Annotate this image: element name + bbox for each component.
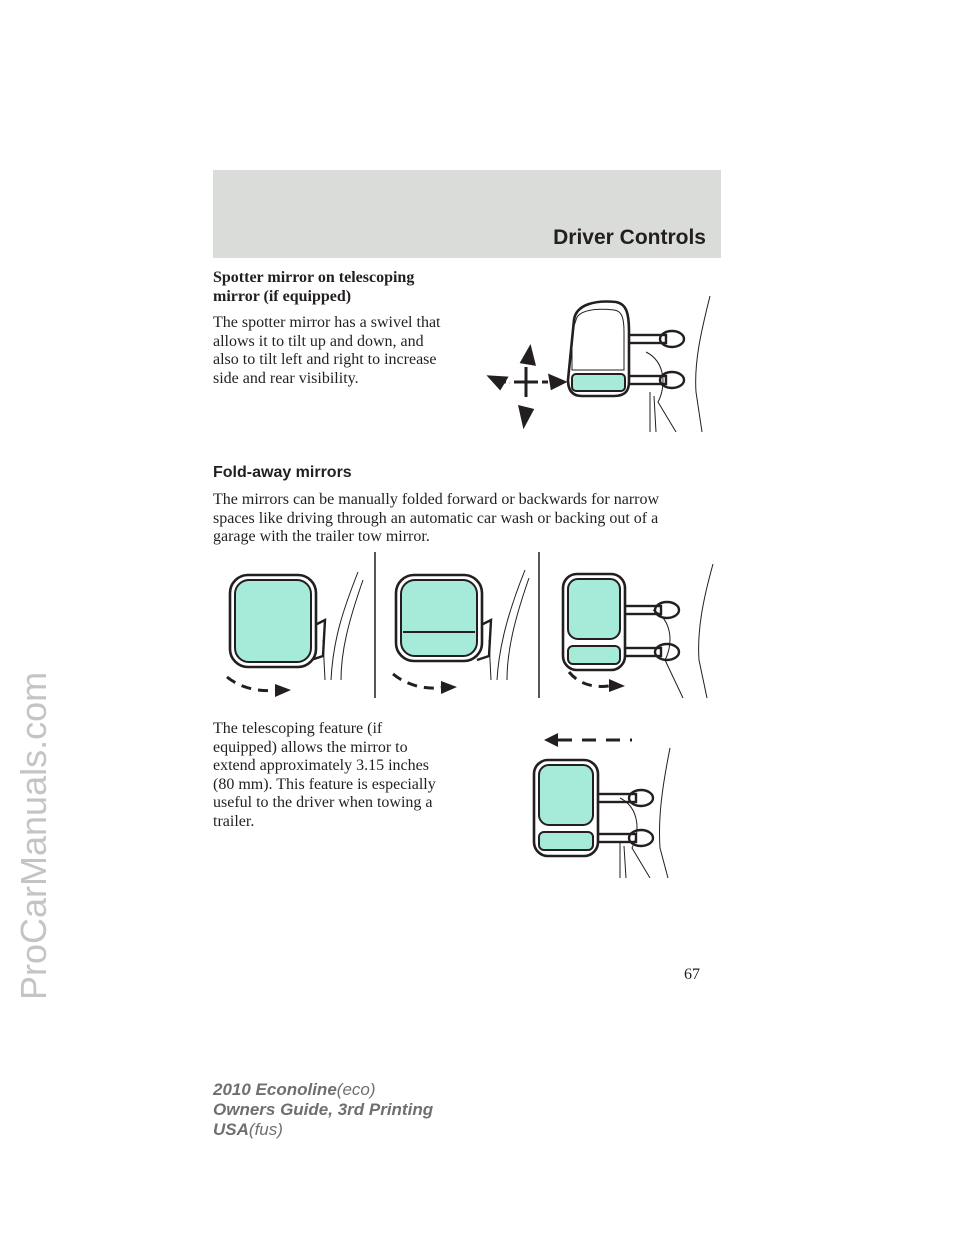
- foldaway-panel-1: [226, 571, 364, 697]
- spotter-body-line: The spotter mirror has a swivel that: [213, 314, 441, 331]
- spotter-section: Spotter mirror on telescoping mirror (if…: [213, 268, 483, 388]
- foldaway-illustration: [213, 550, 723, 700]
- document-footer: 2010 Econoline(eco) Owners Guide, 3rd Pr…: [213, 1080, 433, 1140]
- footer-model: 2010 Econoline: [213, 1080, 337, 1099]
- footer-line-2: Owners Guide, 3rd Printing: [213, 1100, 434, 1119]
- telescoping-body-line: (80 mm). This feature is especially: [213, 775, 436, 793]
- footer-line-1: 2010 Econoline(eco): [213, 1080, 433, 1100]
- spotter-body-line: also to tilt left and right to increase: [213, 351, 437, 368]
- spotter-body-line: allows it to tilt up and down, and: [213, 332, 424, 350]
- foldaway-section: Fold-away mirrors The mirrors can be man…: [213, 463, 713, 547]
- telescoping-arrow: [544, 733, 632, 747]
- telescoping-body-line: useful to the driver when towing a: [213, 794, 433, 811]
- telescoping-body-line: equipped) allows the mirror to: [213, 738, 408, 756]
- spotter-mirror-illustration: [486, 292, 716, 433]
- footer-market: USA: [213, 1120, 249, 1139]
- footer-line-3: USA(fus): [213, 1120, 433, 1140]
- watermark: ProCarManuals.com: [8, 140, 58, 1140]
- spotter-heading-line1: Spotter mirror on telescoping: [213, 269, 415, 286]
- telescoping-mirror-illustration: [520, 728, 680, 883]
- watermark-text: ProCarManuals.com: [13, 672, 54, 1000]
- telescoping-body-line: The telescoping feature (if: [213, 720, 383, 737]
- foldaway-body-line: spaces like driving through an automatic…: [213, 509, 659, 527]
- telescoping-section: The telescoping feature (if equipped) al…: [213, 720, 483, 831]
- spotter-body-line: side and rear visibility.: [213, 369, 359, 387]
- section-header-band: Driver Controls: [213, 170, 721, 258]
- foldaway-body-line: garage with the trailer tow mirror.: [213, 528, 430, 545]
- spotter-heading-line2: mirror (if equipped): [213, 288, 352, 305]
- foldaway-body-line: The mirrors can be manually folded forwa…: [213, 491, 660, 508]
- footer-market-code: (fus): [248, 1120, 283, 1139]
- footer-model-code: (eco): [336, 1080, 376, 1099]
- foldaway-heading: Fold-away mirrors: [213, 464, 352, 481]
- telescoping-body-line: extend approximately 3.15 inches: [213, 757, 429, 774]
- section-title: Driver Controls: [553, 226, 706, 249]
- foldaway-panel-3: [561, 563, 714, 699]
- page-number: 67: [684, 966, 700, 983]
- foldaway-panel-2: [392, 569, 530, 694]
- telescoping-body-line: trailer.: [213, 812, 255, 830]
